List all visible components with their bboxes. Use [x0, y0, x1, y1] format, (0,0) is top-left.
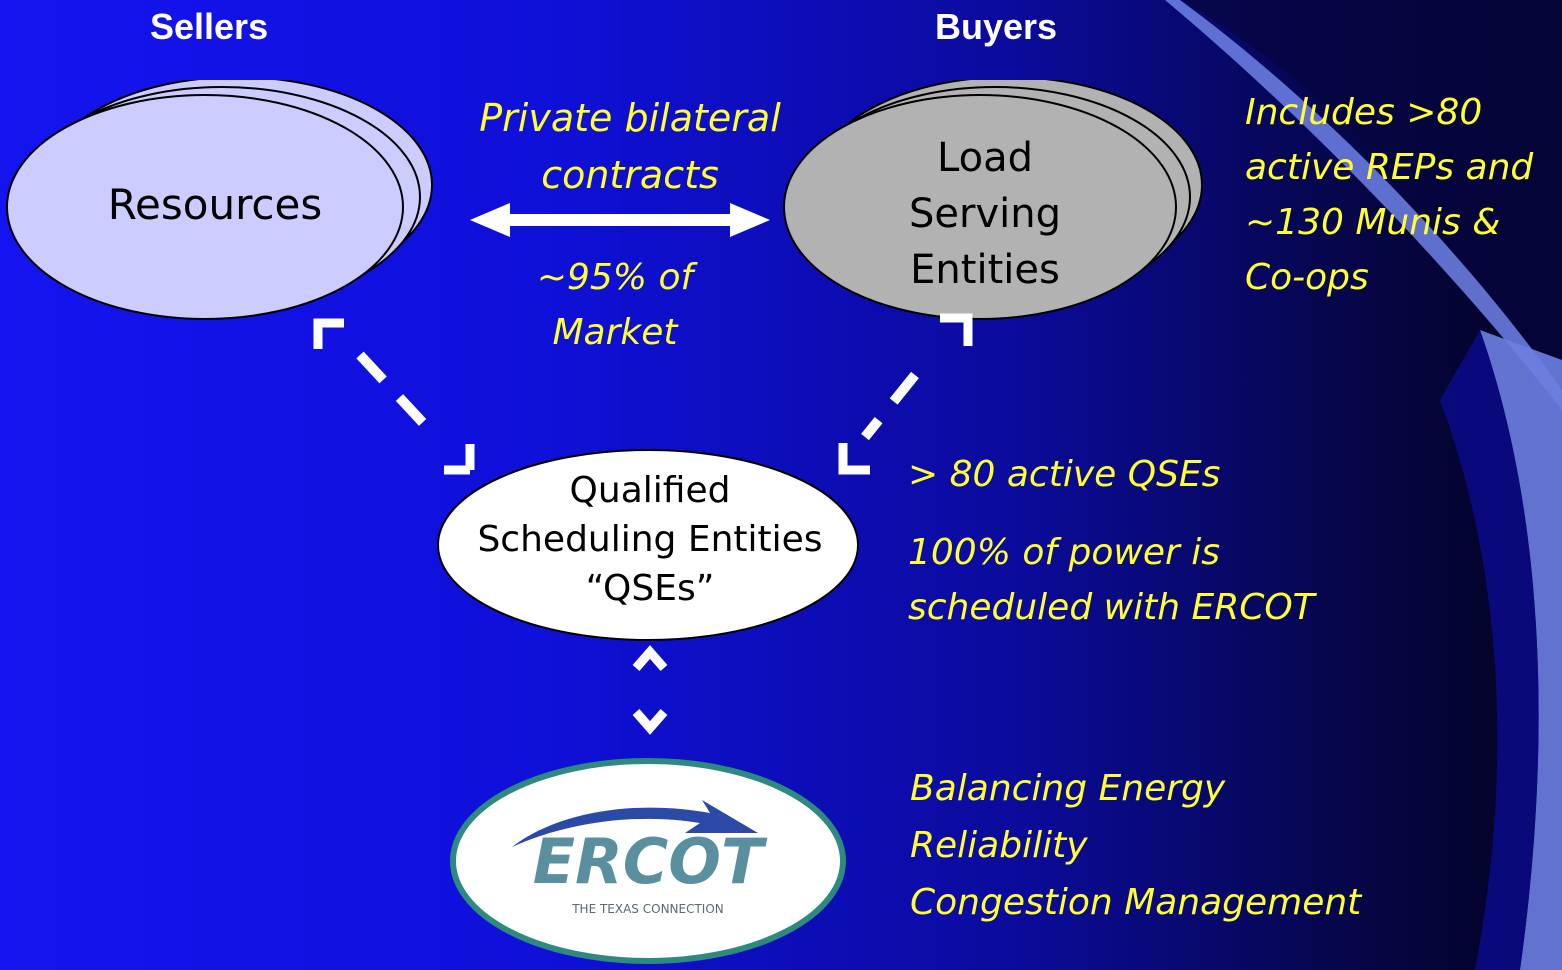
resources-node — [6, 80, 433, 320]
lse-label: Load Serving Entities — [870, 130, 1100, 298]
lse-note-line-4: Co-ops — [1245, 257, 1369, 298]
qse-label-line-3: “QSEs” — [585, 568, 715, 609]
market-share-line-1: ~95% of — [536, 257, 694, 298]
contracts-line-1: Private bilateral — [479, 96, 781, 140]
resources-qse-arrow — [313, 318, 475, 475]
lse-node — [783, 80, 1203, 320]
lse-label-line-2: Serving — [909, 191, 1061, 237]
ercot-logo: ERCOT THE TEXAS CONNECTION — [512, 800, 768, 916]
lse-qse-arrow — [838, 313, 973, 475]
lse-note: Includes >80 active REPs and ~130 Munis … — [1245, 85, 1560, 305]
ercot-function-3: Congestion Management — [910, 882, 1362, 923]
lse-note-line-3: ~130 Munis & — [1245, 202, 1501, 243]
resources-label: Resources — [107, 180, 323, 229]
lse-label-line-3: Entities — [910, 247, 1060, 293]
contracts-label: Private bilateral contracts — [440, 90, 820, 204]
ercot-logo-tagline: THE TEXAS CONNECTION — [571, 902, 724, 916]
ercot-function-1: Balancing Energy — [910, 768, 1226, 809]
market-share-line-2: Market — [552, 312, 678, 353]
bilateral-arrow — [470, 203, 770, 237]
buyers-heading: Buyers — [935, 6, 1058, 47]
qse-label-line-2: Scheduling Entities — [477, 519, 823, 560]
qse-label-line-1: Qualified — [569, 470, 731, 511]
qse-label: Qualified Scheduling Entities “QSEs” — [440, 466, 860, 613]
market-share-label: ~95% of Market — [480, 250, 750, 360]
qse-count-note: > 80 active QSEs — [908, 454, 1221, 495]
lse-note-line-1: Includes >80 — [1245, 92, 1483, 133]
lse-note-line-2: active REPs and — [1245, 147, 1534, 188]
qse-scheduled-note: 100% of power is scheduled with ERCOT — [908, 525, 1315, 635]
qse-scheduled-line-1: 100% of power is — [908, 532, 1220, 573]
sellers-heading: Sellers — [150, 6, 269, 47]
ercot-function-2: Reliability — [910, 825, 1088, 866]
contracts-line-2: contracts — [541, 153, 719, 197]
qse-ercot-arrow — [632, 645, 668, 735]
ercot-node: ERCOT THE TEXAS CONNECTION — [450, 758, 846, 964]
lse-label-line-1: Load — [937, 135, 1033, 181]
qse-scheduled-line-2: scheduled with ERCOT — [908, 587, 1315, 628]
qse-node — [437, 449, 859, 641]
ercot-logo-name: ERCOT — [533, 825, 768, 898]
ercot-functions: Balancing Energy Reliability Congestion … — [910, 760, 1361, 931]
lightning-swoosh-icon — [512, 800, 758, 847]
